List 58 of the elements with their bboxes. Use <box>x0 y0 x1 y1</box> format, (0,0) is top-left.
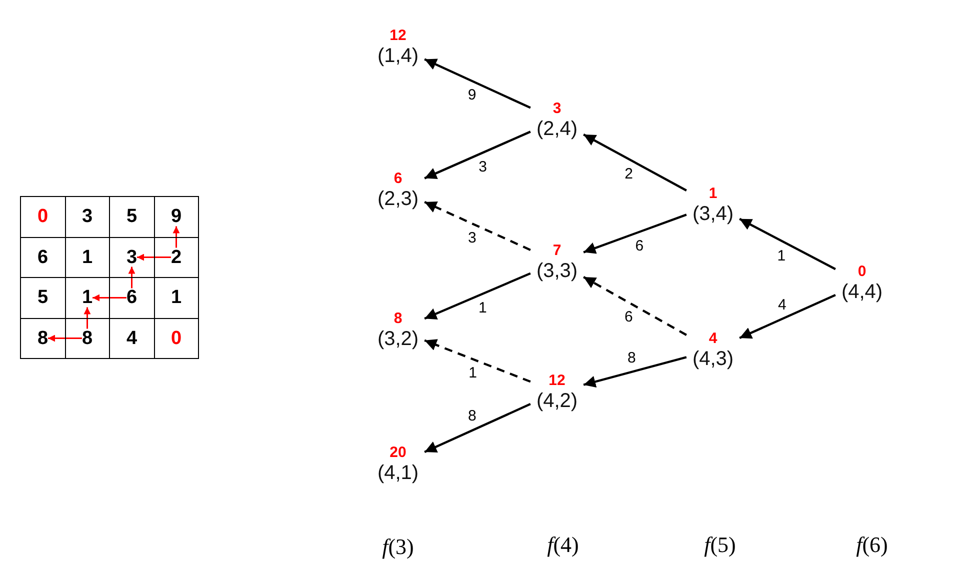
arrow <box>739 218 836 270</box>
stage-label: f(5) <box>704 532 736 558</box>
arrow <box>137 254 171 261</box>
cell-number: 4 <box>126 328 138 348</box>
cell-number: 1 <box>82 288 93 308</box>
stage-label: f(4) <box>547 532 579 558</box>
cell-number: 6 <box>37 248 48 267</box>
stage-label: f(6) <box>856 532 888 558</box>
arrow <box>424 272 531 320</box>
node-value: 3 <box>552 100 562 118</box>
arrow <box>424 201 531 251</box>
node-value: 8 <box>394 310 402 328</box>
node-value: 12 <box>548 372 566 390</box>
arrow <box>48 334 82 342</box>
cell-number: 3 <box>126 248 138 267</box>
cell-number: 0 <box>170 328 182 348</box>
arrow <box>424 130 531 180</box>
arrow <box>424 58 531 109</box>
arrow <box>128 266 136 288</box>
state-label: (4,2) <box>536 389 578 412</box>
state-label: (2,3) <box>377 187 419 210</box>
state-label: (3,4) <box>692 202 734 224</box>
state-label: (4,3) <box>692 347 734 370</box>
node-value: 6 <box>394 170 402 188</box>
cell-number: 9 <box>170 207 182 226</box>
node-value: 1 <box>708 186 718 202</box>
cell-number: 3 <box>82 207 93 226</box>
cell-number: 1 <box>82 248 93 267</box>
arrow <box>583 276 687 336</box>
stage-label: f(3) <box>382 534 414 560</box>
arrow <box>92 294 126 302</box>
state-label: (4,1) <box>377 461 419 484</box>
state-label: (2,4) <box>536 117 578 140</box>
cell-number: 8 <box>37 328 48 348</box>
node-value: 0 <box>858 264 866 280</box>
state-label: (3,3) <box>536 259 578 282</box>
arrow <box>739 294 836 340</box>
state-label: (4,4) <box>841 280 883 302</box>
cell-number: 5 <box>126 207 138 226</box>
arrow <box>84 307 91 329</box>
cell-number: 1 <box>170 288 182 308</box>
cell-number: 2 <box>170 248 182 267</box>
arrow <box>583 214 687 254</box>
state-label: (1,4) <box>377 44 419 66</box>
arrow <box>424 403 531 453</box>
node-value: 7 <box>552 242 562 260</box>
node-value: 20 <box>390 444 406 462</box>
node-value: 4 <box>708 330 718 348</box>
cell-number: 6 <box>126 288 138 308</box>
arrow <box>583 134 687 192</box>
cell-number: 5 <box>37 288 48 308</box>
arrow <box>172 226 180 248</box>
arrow <box>583 356 687 388</box>
cell-number: 0 <box>37 207 48 226</box>
arrow <box>424 339 531 383</box>
node-value: 12 <box>390 28 406 44</box>
state-label: (3,2) <box>377 327 419 350</box>
cell-number: 8 <box>82 328 93 348</box>
